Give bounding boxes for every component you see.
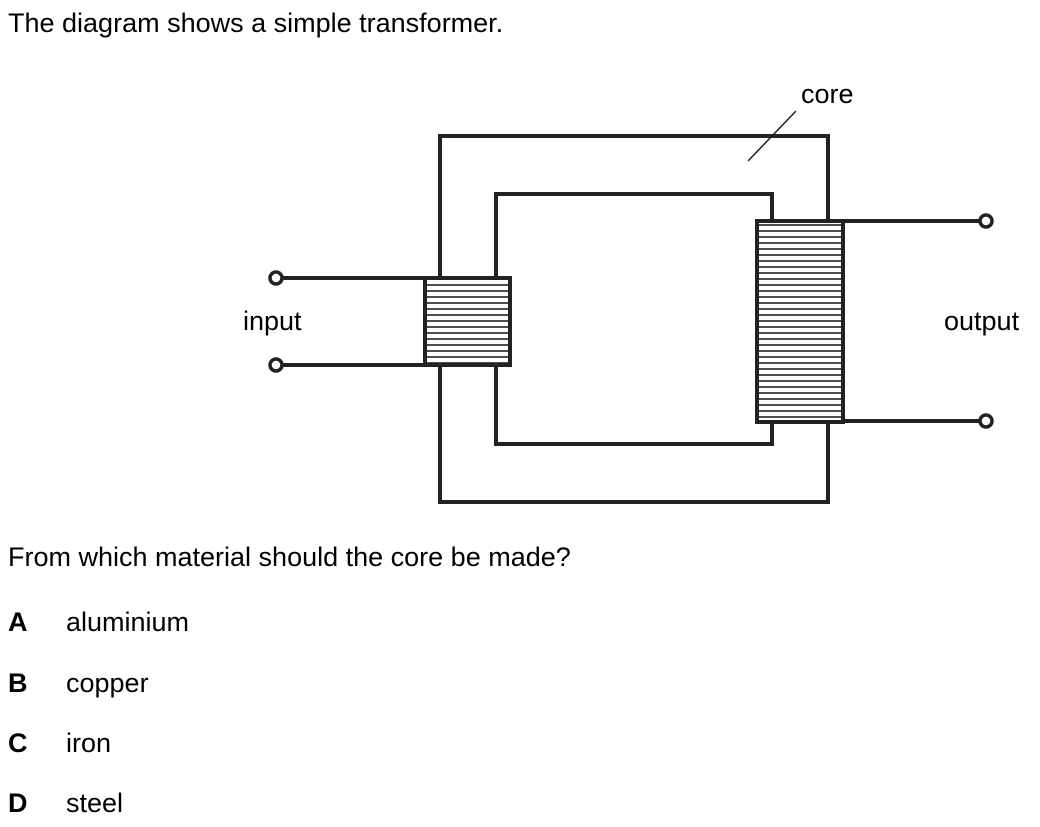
- input-label: input: [243, 306, 302, 336]
- option-text: steel: [66, 788, 124, 818]
- output-terminal-top: [978, 213, 994, 229]
- option-text: aluminium: [66, 607, 190, 637]
- option-letter: B: [8, 668, 28, 698]
- core-label: core: [801, 79, 854, 109]
- option-text: copper: [66, 668, 149, 698]
- option-letter: C: [8, 728, 28, 758]
- core-inner-frame: [494, 192, 774, 446]
- input-terminal-top: [268, 270, 284, 286]
- question-prompt: From which material should the core be m…: [8, 542, 571, 572]
- primary-coil: [423, 276, 512, 367]
- secondary-coil: [755, 219, 845, 424]
- option-text: iron: [66, 728, 112, 758]
- core-leader-line: [747, 110, 797, 162]
- option-letter: A: [8, 607, 28, 637]
- option-letter: D: [8, 788, 28, 818]
- input-terminal-bottom: [268, 357, 284, 373]
- intro-text: The diagram shows a simple transformer.: [8, 8, 504, 38]
- output-terminal-bottom: [978, 413, 994, 429]
- output-label: output: [944, 306, 1020, 336]
